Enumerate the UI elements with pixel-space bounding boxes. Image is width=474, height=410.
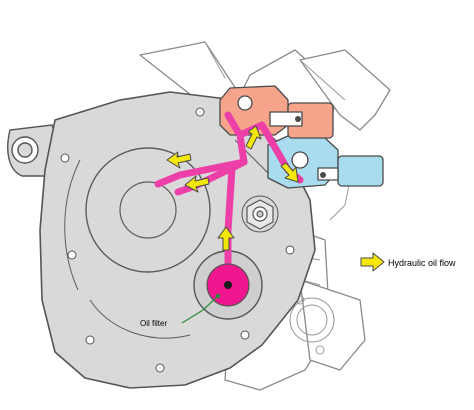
cover-bolts xyxy=(60,107,295,373)
oil-filter-callout-dot xyxy=(215,293,221,299)
shaft-nut xyxy=(241,195,279,233)
oil-filter-label: Oil filter xyxy=(140,319,167,328)
oil-filter-center xyxy=(224,281,232,289)
legend: Hydraulic oil flow xyxy=(360,252,456,272)
legend-label: Hydraulic oil flow xyxy=(388,258,456,268)
flow-arrow-to-front xyxy=(245,125,262,150)
flow-arrow-up xyxy=(217,226,235,251)
oil-filter-callout-line xyxy=(181,295,219,324)
flow-arrow-left-upper xyxy=(166,151,192,169)
yellow-arrow-icon xyxy=(360,252,385,272)
flow-arrow-left-lower xyxy=(184,175,210,193)
flow-arrow-to-rear xyxy=(280,162,299,183)
oil-flow-arrows xyxy=(166,125,299,251)
front-cylinder-component xyxy=(219,85,334,139)
